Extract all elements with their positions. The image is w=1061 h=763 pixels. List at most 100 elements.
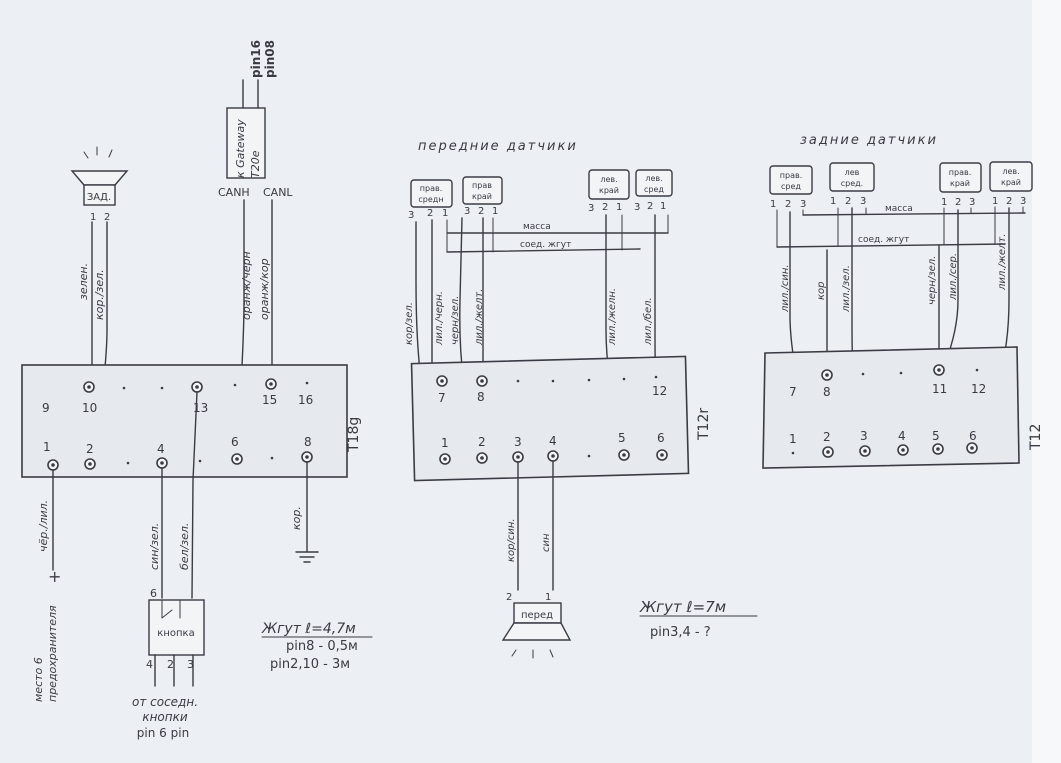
- canh-label: CANH: [218, 186, 250, 199]
- front-wire-3-label: черн/зел.: [450, 296, 461, 345]
- rear-sensor-2: лев сред. 1 2 3: [829, 162, 875, 207]
- rear-sensor-1-line1: прав.: [780, 171, 802, 180]
- t18g-bottom-pin-2: 2: [86, 442, 94, 456]
- t12-bottom-pin-3: 3: [860, 429, 868, 443]
- t12r-top-pin-7: 7: [438, 391, 446, 405]
- button-pin-4: 4: [146, 658, 153, 671]
- rear-title: задние датчики: [800, 133, 938, 148]
- rear-sensor-4-pin-a: 1: [992, 196, 998, 207]
- rear-sensor-1: прав. сред 1 2 3: [769, 165, 813, 210]
- t12-bottom-pin-2: 2: [823, 430, 831, 444]
- harness1-line-1: Жгут ℓ=4,7м: [261, 621, 356, 637]
- wire-brown-blue-label: кор/син.: [506, 518, 517, 562]
- front-sensor-4-pin-c: 1: [660, 201, 666, 212]
- t12r-bottom-pin-1: 1: [441, 436, 449, 450]
- harness2-line-1: Жгут ℓ=7м: [639, 598, 726, 616]
- gateway-pin16: pin16: [249, 40, 263, 78]
- connector-t12: T12 7 8 11 12 1 2 3 4 5 6: [762, 346, 1044, 469]
- t18g-top-pin-13: 13: [193, 401, 208, 415]
- button-top-pin: 6: [150, 587, 157, 600]
- t18g-bottom-pin-6: 6: [231, 435, 239, 449]
- rear-massa-bus: [802, 212, 1026, 216]
- neighbor-line-3: pin 6 pin: [137, 726, 189, 740]
- t12r-bottom-pin-6: 6: [657, 431, 665, 445]
- front-buzzer-label: перед: [521, 610, 553, 621]
- t12-bottom-pin-6: 6: [969, 429, 977, 443]
- rear-sensor-3-pin-c: 3: [969, 197, 975, 208]
- wire-green-label: зелен.: [77, 263, 90, 300]
- rear-wire-1-label: лил./син.: [780, 264, 791, 313]
- t18g-bottom-pin-4: 4: [157, 442, 165, 456]
- wire-white-green-label: бел/зел.: [178, 523, 191, 570]
- fuse-line-2: предохранителя: [46, 605, 59, 702]
- connector-t18g: T18g 9 10 13 15 16 1 2 4 6 8: [21, 364, 362, 478]
- front-section: передние датчики прав. средн 3 2 1 прав …: [404, 139, 758, 659]
- t18g-top-pin-10: 10: [82, 401, 97, 415]
- wire-ground-label: кор.: [290, 506, 303, 530]
- paper-edge: [1032, 0, 1061, 763]
- connector-t12r: T12r 7 8 12 1 2 3 4 5 6: [410, 355, 712, 482]
- rear-sensor-1-line2: сред: [781, 182, 801, 191]
- front-sensor-4-pin-a: 3: [634, 202, 640, 213]
- t12-top-pin-7: 7: [789, 385, 797, 399]
- front-sensor-1-line2: средн: [418, 195, 443, 204]
- t12-bottom-pin-4: 4: [898, 429, 906, 443]
- rear-sensor-4-pin-c: 3: [1020, 196, 1026, 207]
- wire-supply-label: чёр./лил.: [37, 500, 50, 552]
- rear-sensor-3-line2: край: [950, 179, 970, 188]
- rear-sensor-2-pin-c: 3: [860, 196, 866, 207]
- t12r-top-pin-12: 12: [652, 384, 667, 398]
- rear-sensor-1-pin-c: 3: [800, 199, 806, 210]
- front-sensor-2-line2: край: [472, 192, 492, 201]
- rear-sensor-3: прав. край 1 2 3: [939, 162, 982, 208]
- rear-wire-4-label: черн/зел.: [927, 256, 938, 305]
- gateway-pin08: pin08: [263, 40, 277, 78]
- rear-sensor-2-line1: лев: [845, 168, 860, 177]
- rear-sensor-3-pin-b: 2: [955, 197, 961, 208]
- front-sensor-3-pin-a: 3: [588, 203, 594, 214]
- t18g-top-pin-16: 16: [298, 393, 313, 407]
- rear-massa-label: масса: [885, 204, 913, 214]
- plus-sign: +: [48, 567, 61, 586]
- rear-sensor-4-line2: край: [1001, 178, 1021, 187]
- front-sensor-3-pin-b: 2: [602, 202, 608, 213]
- t12r-name: T12r: [696, 408, 712, 441]
- t18g-bottom-pin-8: 8: [304, 435, 312, 449]
- rear-bus-label: соед. жгут: [858, 235, 909, 245]
- front-wire-5-label: лил./желн.: [607, 288, 618, 346]
- front-sensor-2-pin-b: 2: [478, 206, 484, 217]
- front-wire-6-label: лил./бел.: [642, 297, 654, 346]
- wire-white-green: [191, 391, 198, 599]
- front-sensor-1-line1: прав.: [420, 184, 442, 193]
- front-bus-label: соед. жгут: [520, 240, 571, 250]
- gateway-connector: T20e: [249, 150, 262, 178]
- wire-orange-black-label: оранж/черн: [240, 251, 253, 320]
- front-buzzer-pin-1: 1: [545, 592, 551, 603]
- t12r-bottom-pin-4: 4: [549, 434, 557, 448]
- rear-wire-6-label: лил./желт.: [997, 234, 1008, 291]
- rear-sensor-2-line2: сред.: [841, 179, 863, 188]
- button-label: кнопка: [157, 628, 194, 639]
- rear-sensor-3-pin-a: 1: [941, 197, 947, 208]
- t12r-bottom-pin-2: 2: [478, 435, 486, 449]
- front-massa-label: масса: [523, 222, 551, 232]
- front-sensor-3-pin-c: 1: [616, 202, 622, 213]
- front-sensor-2-line1: прав: [472, 181, 492, 190]
- rear-sensor-4-pin-b: 2: [1006, 196, 1012, 207]
- rear-sensor-4-line1: лев.: [1002, 167, 1019, 176]
- wire-brown-green-label: кор./зел.: [93, 269, 106, 320]
- front-sensor-2: прав край 3 2 1: [462, 176, 503, 217]
- left-section: ЗАД. 1 2 зелен. кор./зел. к Gateway T20e…: [21, 40, 373, 740]
- front-harness-bus: [446, 248, 641, 253]
- t12r-bottom-pin-5: 5: [618, 431, 626, 445]
- rear-wire-5-label: лил./сер.: [948, 253, 959, 301]
- front-sensor-1-pin-c: 1: [442, 208, 448, 219]
- t18g-top-pin-9: 9: [42, 401, 50, 415]
- neighbor-line-2: кнопки: [142, 710, 188, 724]
- t12-bottom-pin-1: 1: [789, 432, 797, 446]
- front-sensor-1-pin-b: 2: [427, 208, 433, 219]
- rear-sensor-4: лев. край 1 2 3: [989, 161, 1033, 207]
- harness2-line-2: pin3,4 - ?: [650, 625, 711, 640]
- wire-blue-green-label: син/зел.: [148, 523, 161, 570]
